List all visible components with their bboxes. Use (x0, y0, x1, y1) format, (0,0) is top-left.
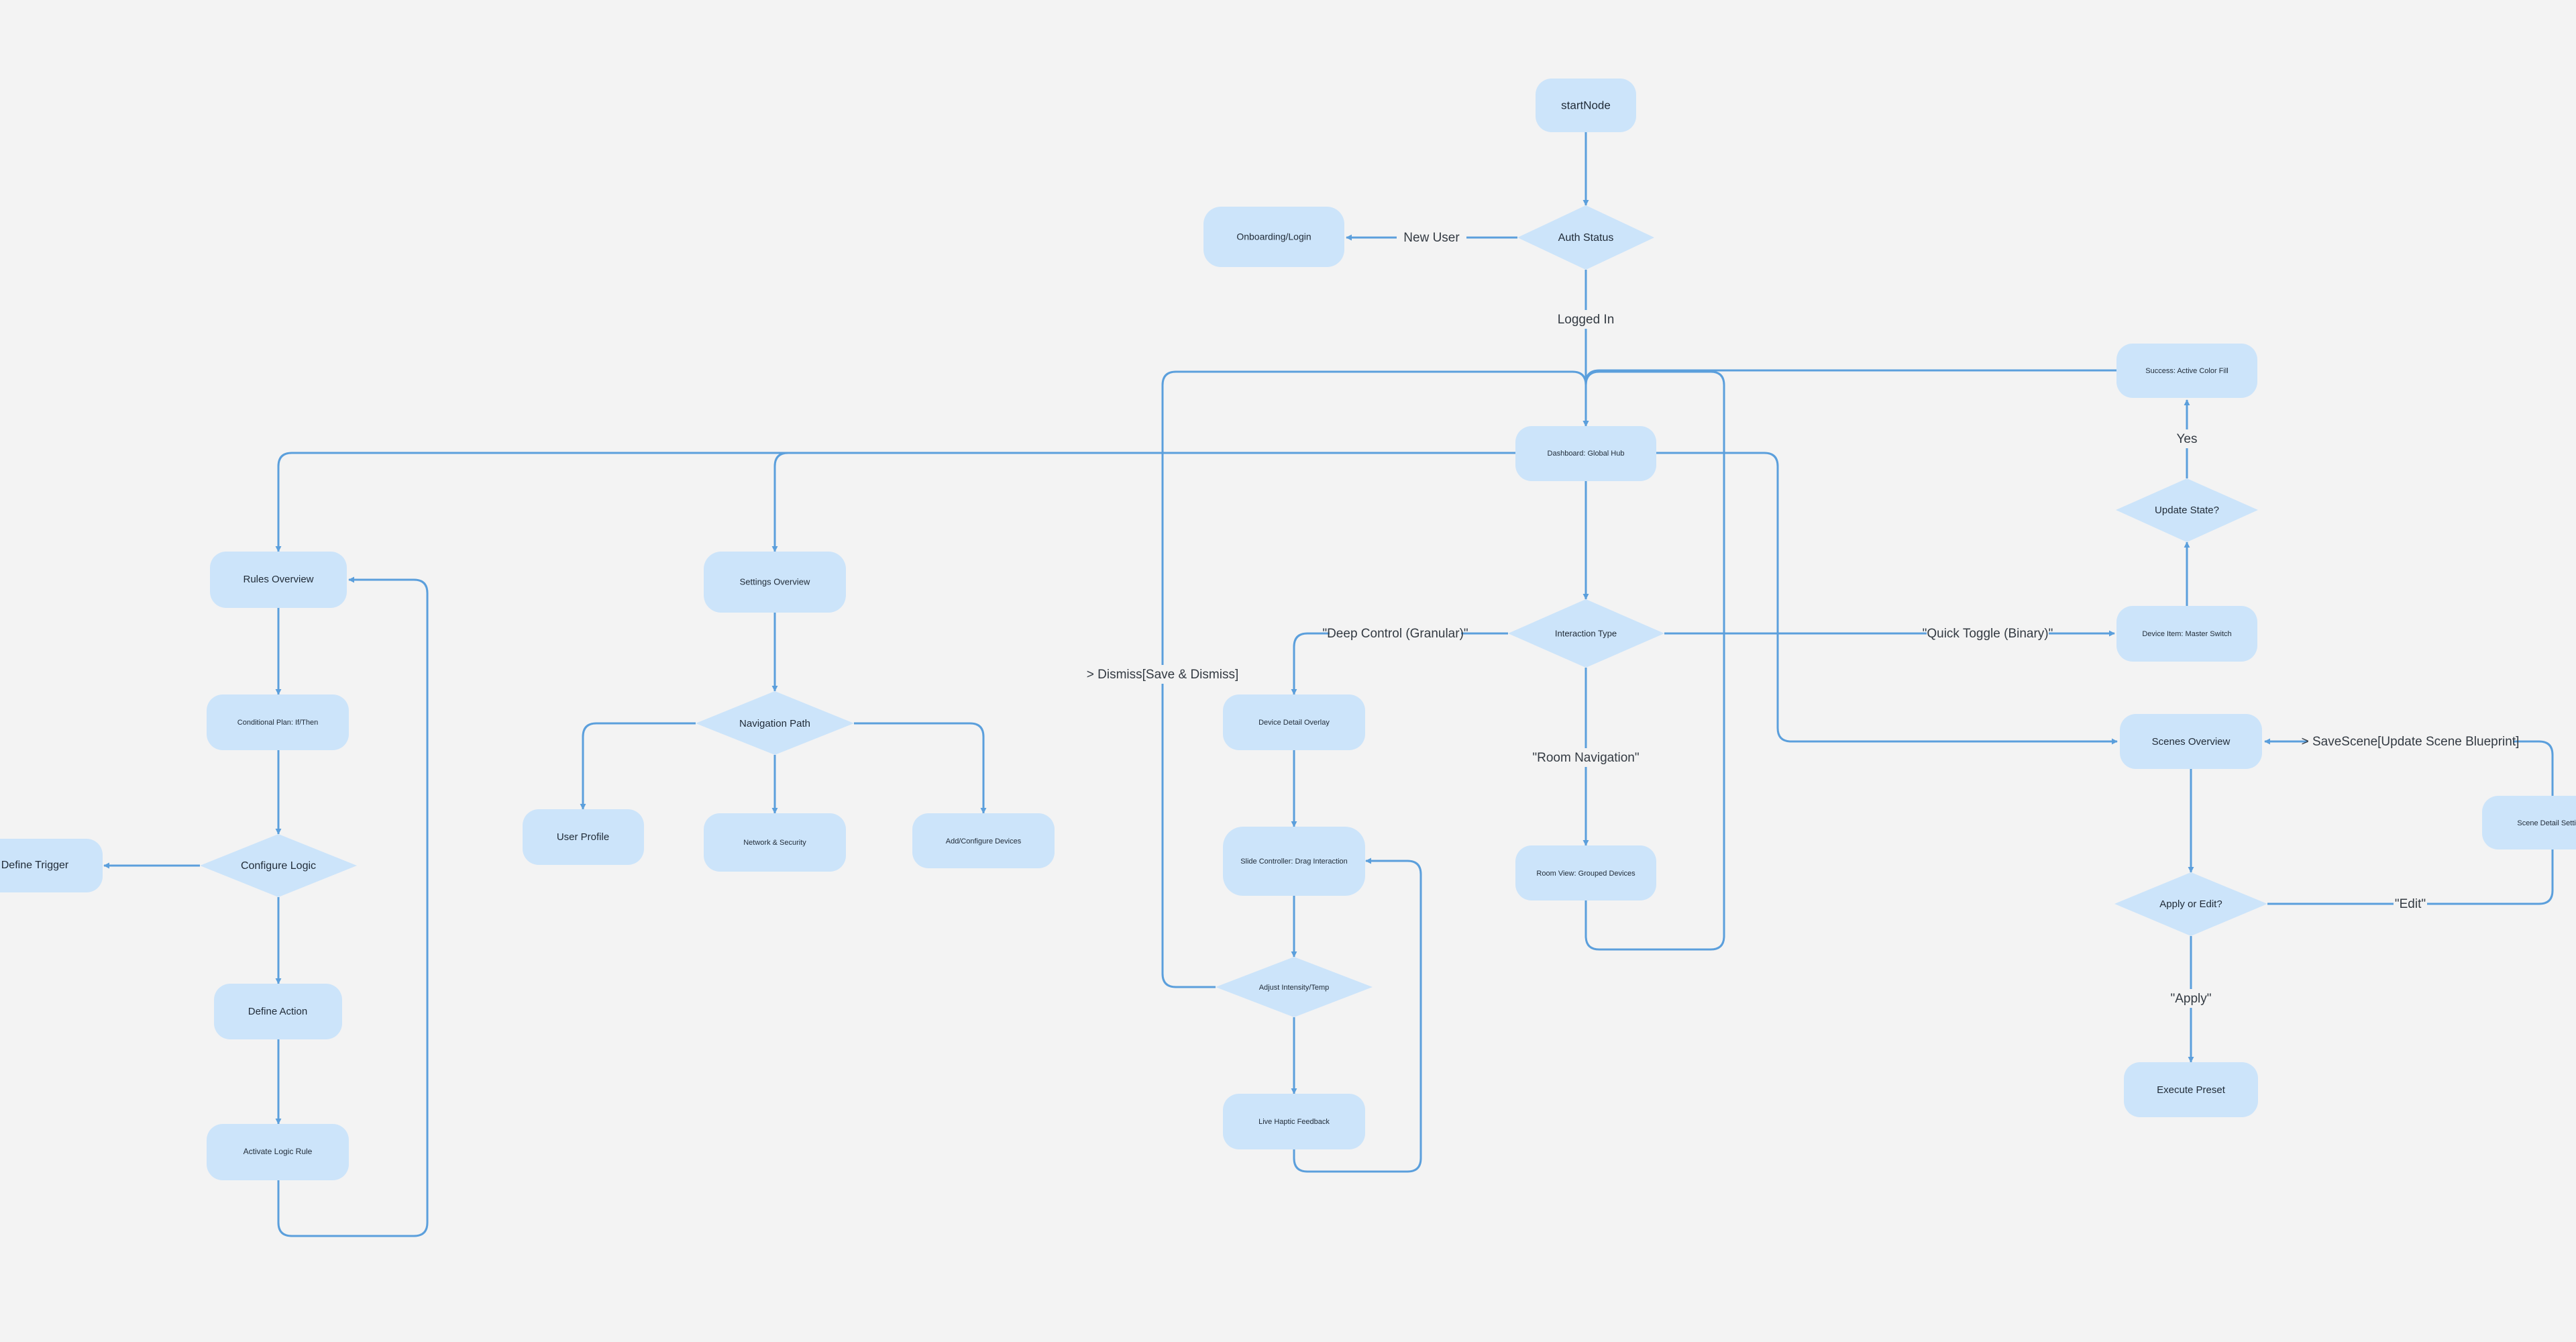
node-success-fill[interactable]: Success: Active Color Fill (2116, 344, 2257, 398)
svg-text:startNode: startNode (1561, 99, 1611, 111)
node-haptic-feedback[interactable]: Live Haptic Feedback (1223, 1094, 1365, 1149)
edges (103, 132, 2556, 1237)
svg-text:Network & Security: Network & Security (743, 839, 806, 847)
node-rules-overview[interactable]: Rules Overview (210, 552, 347, 608)
label-yes: Yes (2172, 429, 2202, 448)
edge-scene-detail-scenes (2264, 738, 2554, 796)
svg-text:Define Action: Define Action (248, 1006, 307, 1017)
svg-text:Add/Configure Devices: Add/Configure Devices (946, 837, 1022, 845)
node-scene-detail[interactable]: Scene Detail Settings (2482, 796, 2576, 849)
node-adjust-intensity[interactable]: Adjust Intensity/Temp (1216, 957, 1373, 1017)
edge-success-dashboard (1582, 369, 2116, 427)
edge-interaction-device-detail (1291, 632, 1508, 695)
node-scenes-overview[interactable]: Scenes Overview (2120, 714, 2262, 769)
node-room-view[interactable]: Room View: Grouped Devices (1515, 845, 1656, 900)
edge-nav-devices (854, 722, 987, 814)
svg-text:Logged In: Logged In (1558, 313, 1615, 327)
edge-haptic-slider-loop (1293, 858, 1422, 1173)
node-configure-logic[interactable]: Configure Logic (200, 834, 357, 897)
node-dashboard[interactable]: Dashboard: Global Hub (1515, 426, 1656, 481)
svg-text:Yes: Yes (2177, 432, 2198, 446)
svg-text:Rules Overview: Rules Overview (243, 574, 313, 585)
svg-text:Device Item: Master Switch: Device Item: Master Switch (2142, 630, 2231, 638)
svg-text:Slide Controller: Drag Interac: Slide Controller: Drag Interaction (1240, 858, 1348, 866)
svg-text:"Room Navigation": "Room Navigation" (1532, 751, 1639, 765)
edge-dashboard-scenes (1656, 452, 2118, 745)
node-user-profile[interactable]: User Profile (523, 809, 644, 865)
label-deep-control: "Deep Control (Granular)" (1322, 624, 1468, 643)
node-navigation-path[interactable]: Navigation Path (696, 691, 854, 755)
edge-activate-rules-loop (277, 576, 429, 1237)
svg-text:Scene Detail Settings: Scene Detail Settings (2517, 819, 2576, 827)
node-start[interactable]: startNode (1536, 79, 1636, 132)
svg-text:Dashboard: Global Hub: Dashboard: Global Hub (1548, 450, 1625, 458)
edge-apply-edit-scene-detail (2267, 795, 2556, 905)
node-add-devices[interactable]: Add/Configure Devices (912, 813, 1055, 868)
node-onboarding-login[interactable]: Onboarding/Login (1203, 207, 1344, 267)
node-slide-controller[interactable]: Slide Controller: Drag Interaction (1223, 827, 1365, 896)
node-settings-overview[interactable]: Settings Overview (704, 552, 846, 613)
node-execute-preset[interactable]: Execute Preset (2124, 1062, 2258, 1117)
label-logged-in: Logged In (1552, 310, 1619, 329)
label-apply: "Apply" (2169, 989, 2212, 1008)
svg-text:"Deep Control (Granular)": "Deep Control (Granular)" (1322, 627, 1468, 641)
label-edit: "Edit" (2394, 894, 2427, 913)
label-quick-toggle: "Quick Toggle (Binary)" (1923, 624, 2053, 643)
node-activate-rule[interactable]: Activate Logic Rule (207, 1124, 349, 1180)
edge-labels: New User Logged In > Dismiss[Save & Dism… (1087, 228, 2520, 1008)
node-network-security[interactable]: Network & Security (704, 813, 846, 872)
svg-text:Adjust Intensity/Temp: Adjust Intensity/Temp (1259, 984, 1330, 992)
node-master-switch[interactable]: Device Item: Master Switch (2116, 606, 2257, 662)
label-new-user: New User (1397, 228, 1466, 247)
svg-text:Update State?: Update State? (2155, 505, 2219, 516)
label-save-scene: > SaveScene[Update Scene Blueprint] (2302, 732, 2520, 751)
svg-text:Conditional Plan: If/Then: Conditional Plan: If/Then (237, 719, 318, 727)
svg-text:Activate Logic Rule: Activate Logic Rule (244, 1147, 313, 1156)
svg-text:Device Detail Overlay: Device Detail Overlay (1258, 719, 1330, 727)
svg-text:Onboarding/Login: Onboarding/Login (1236, 231, 1311, 242)
svg-text:Interaction Type: Interaction Type (1555, 628, 1617, 638)
svg-text:Live Haptic Feedback: Live Haptic Feedback (1258, 1118, 1330, 1126)
edge-dashboard-settings (771, 452, 789, 552)
node-define-trigger[interactable]: Define Trigger (0, 839, 103, 892)
node-interaction-type[interactable]: Interaction Type (1508, 599, 1664, 668)
svg-text:Room View: Grouped Devices: Room View: Grouped Devices (1536, 870, 1635, 878)
svg-text:Apply or Edit?: Apply or Edit? (2159, 898, 2222, 910)
node-apply-or-edit[interactable]: Apply or Edit? (2114, 872, 2267, 936)
svg-text:> SaveScene[Update Scene Bluep: > SaveScene[Update Scene Blueprint] (2302, 735, 2520, 749)
svg-text:User Profile: User Profile (557, 831, 609, 843)
svg-text:"Apply": "Apply" (2170, 992, 2211, 1006)
svg-text:Execute Preset: Execute Preset (2157, 1084, 2226, 1096)
label-room-navigation: "Room Navigation" (1532, 748, 1640, 767)
svg-text:> Dismiss[Save & Dismiss]: > Dismiss[Save & Dismiss] (1087, 668, 1238, 682)
node-update-state[interactable]: Update State? (2116, 478, 2258, 542)
svg-text:Settings Overview: Settings Overview (740, 576, 810, 586)
svg-text:"Edit": "Edit" (2395, 897, 2426, 911)
node-auth-status[interactable]: Auth Status (1517, 205, 1654, 270)
svg-text:"Quick Toggle (Binary)": "Quick Toggle (Binary)" (1923, 627, 2053, 641)
node-device-detail[interactable]: Device Detail Overlay (1223, 694, 1365, 750)
edge-adjust-dashboard-dismiss (1161, 370, 1589, 988)
svg-text:Configure Logic: Configure Logic (241, 860, 316, 872)
edge-dashboard-rules (275, 452, 1515, 552)
edge-nav-profile (580, 722, 696, 810)
svg-text:Navigation Path: Navigation Path (739, 718, 810, 729)
node-conditional-plan[interactable]: Conditional Plan: If/Then (207, 694, 349, 750)
svg-text:New User: New User (1403, 231, 1460, 245)
svg-text:Success: Active Color Fill: Success: Active Color Fill (2145, 367, 2228, 375)
label-dismiss: > Dismiss[Save & Dismiss] (1087, 665, 1238, 684)
svg-text:Define Trigger: Define Trigger (1, 860, 69, 871)
node-define-action[interactable]: Define Action (214, 984, 342, 1039)
svg-text:Auth Status: Auth Status (1558, 232, 1614, 244)
svg-text:Scenes Overview: Scenes Overview (2152, 736, 2231, 747)
edge-room-dashboard-loop (1582, 370, 1725, 951)
nodes: startNode Auth Status Onboarding/Login D… (0, 79, 2576, 1180)
